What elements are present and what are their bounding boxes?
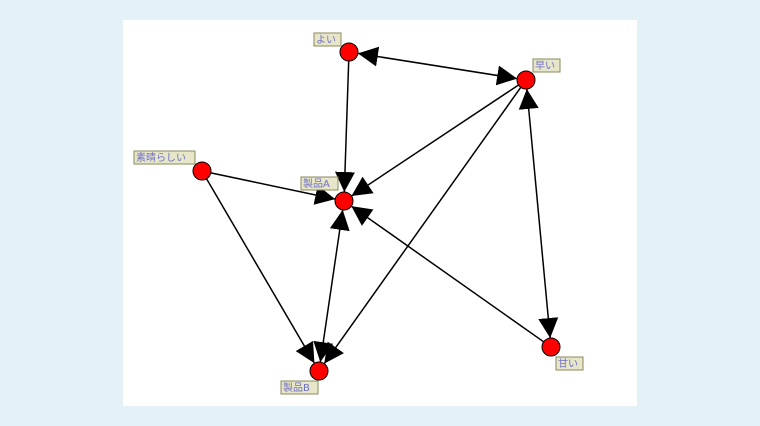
node-label-productA: 製品A bbox=[300, 176, 339, 191]
node-label-text-yoi: よい bbox=[316, 34, 336, 46]
edge-hayai-amai bbox=[518, 88, 559, 339]
node-subarashii[interactable] bbox=[192, 161, 212, 181]
edge-subarashii-productA bbox=[210, 172, 336, 205]
node-label-hayai: 早い bbox=[532, 58, 561, 73]
node-label-text-productB: 製品B bbox=[283, 381, 310, 394]
node-amai[interactable] bbox=[541, 337, 561, 357]
edge-hayai-productA bbox=[351, 84, 519, 197]
edge-yoi-hayai bbox=[357, 46, 518, 86]
node-label-subarashii: 素晴らしい bbox=[133, 150, 196, 165]
node-label-productB: 製品B bbox=[280, 380, 319, 395]
edge-yoi-productA bbox=[334, 60, 355, 193]
edge-productA-productB bbox=[313, 209, 350, 363]
node-label-text-productA: 製品A bbox=[303, 177, 330, 190]
edge-hayai-productB bbox=[323, 86, 522, 365]
node-label-text-subarashii: 素晴らしい bbox=[136, 151, 186, 164]
node-hayai[interactable] bbox=[516, 70, 536, 90]
edge-amai-productA bbox=[350, 205, 545, 343]
node-productB[interactable] bbox=[309, 361, 329, 381]
node-productA[interactable] bbox=[334, 191, 354, 211]
edge-subarashii-productB bbox=[205, 178, 316, 364]
node-label-yoi: よい bbox=[313, 32, 342, 47]
node-label-amai: 甘い bbox=[555, 356, 584, 371]
node-label-text-amai: 甘い bbox=[558, 357, 578, 370]
node-label-text-hayai: 早い bbox=[535, 60, 555, 72]
node-yoi[interactable] bbox=[339, 42, 359, 62]
